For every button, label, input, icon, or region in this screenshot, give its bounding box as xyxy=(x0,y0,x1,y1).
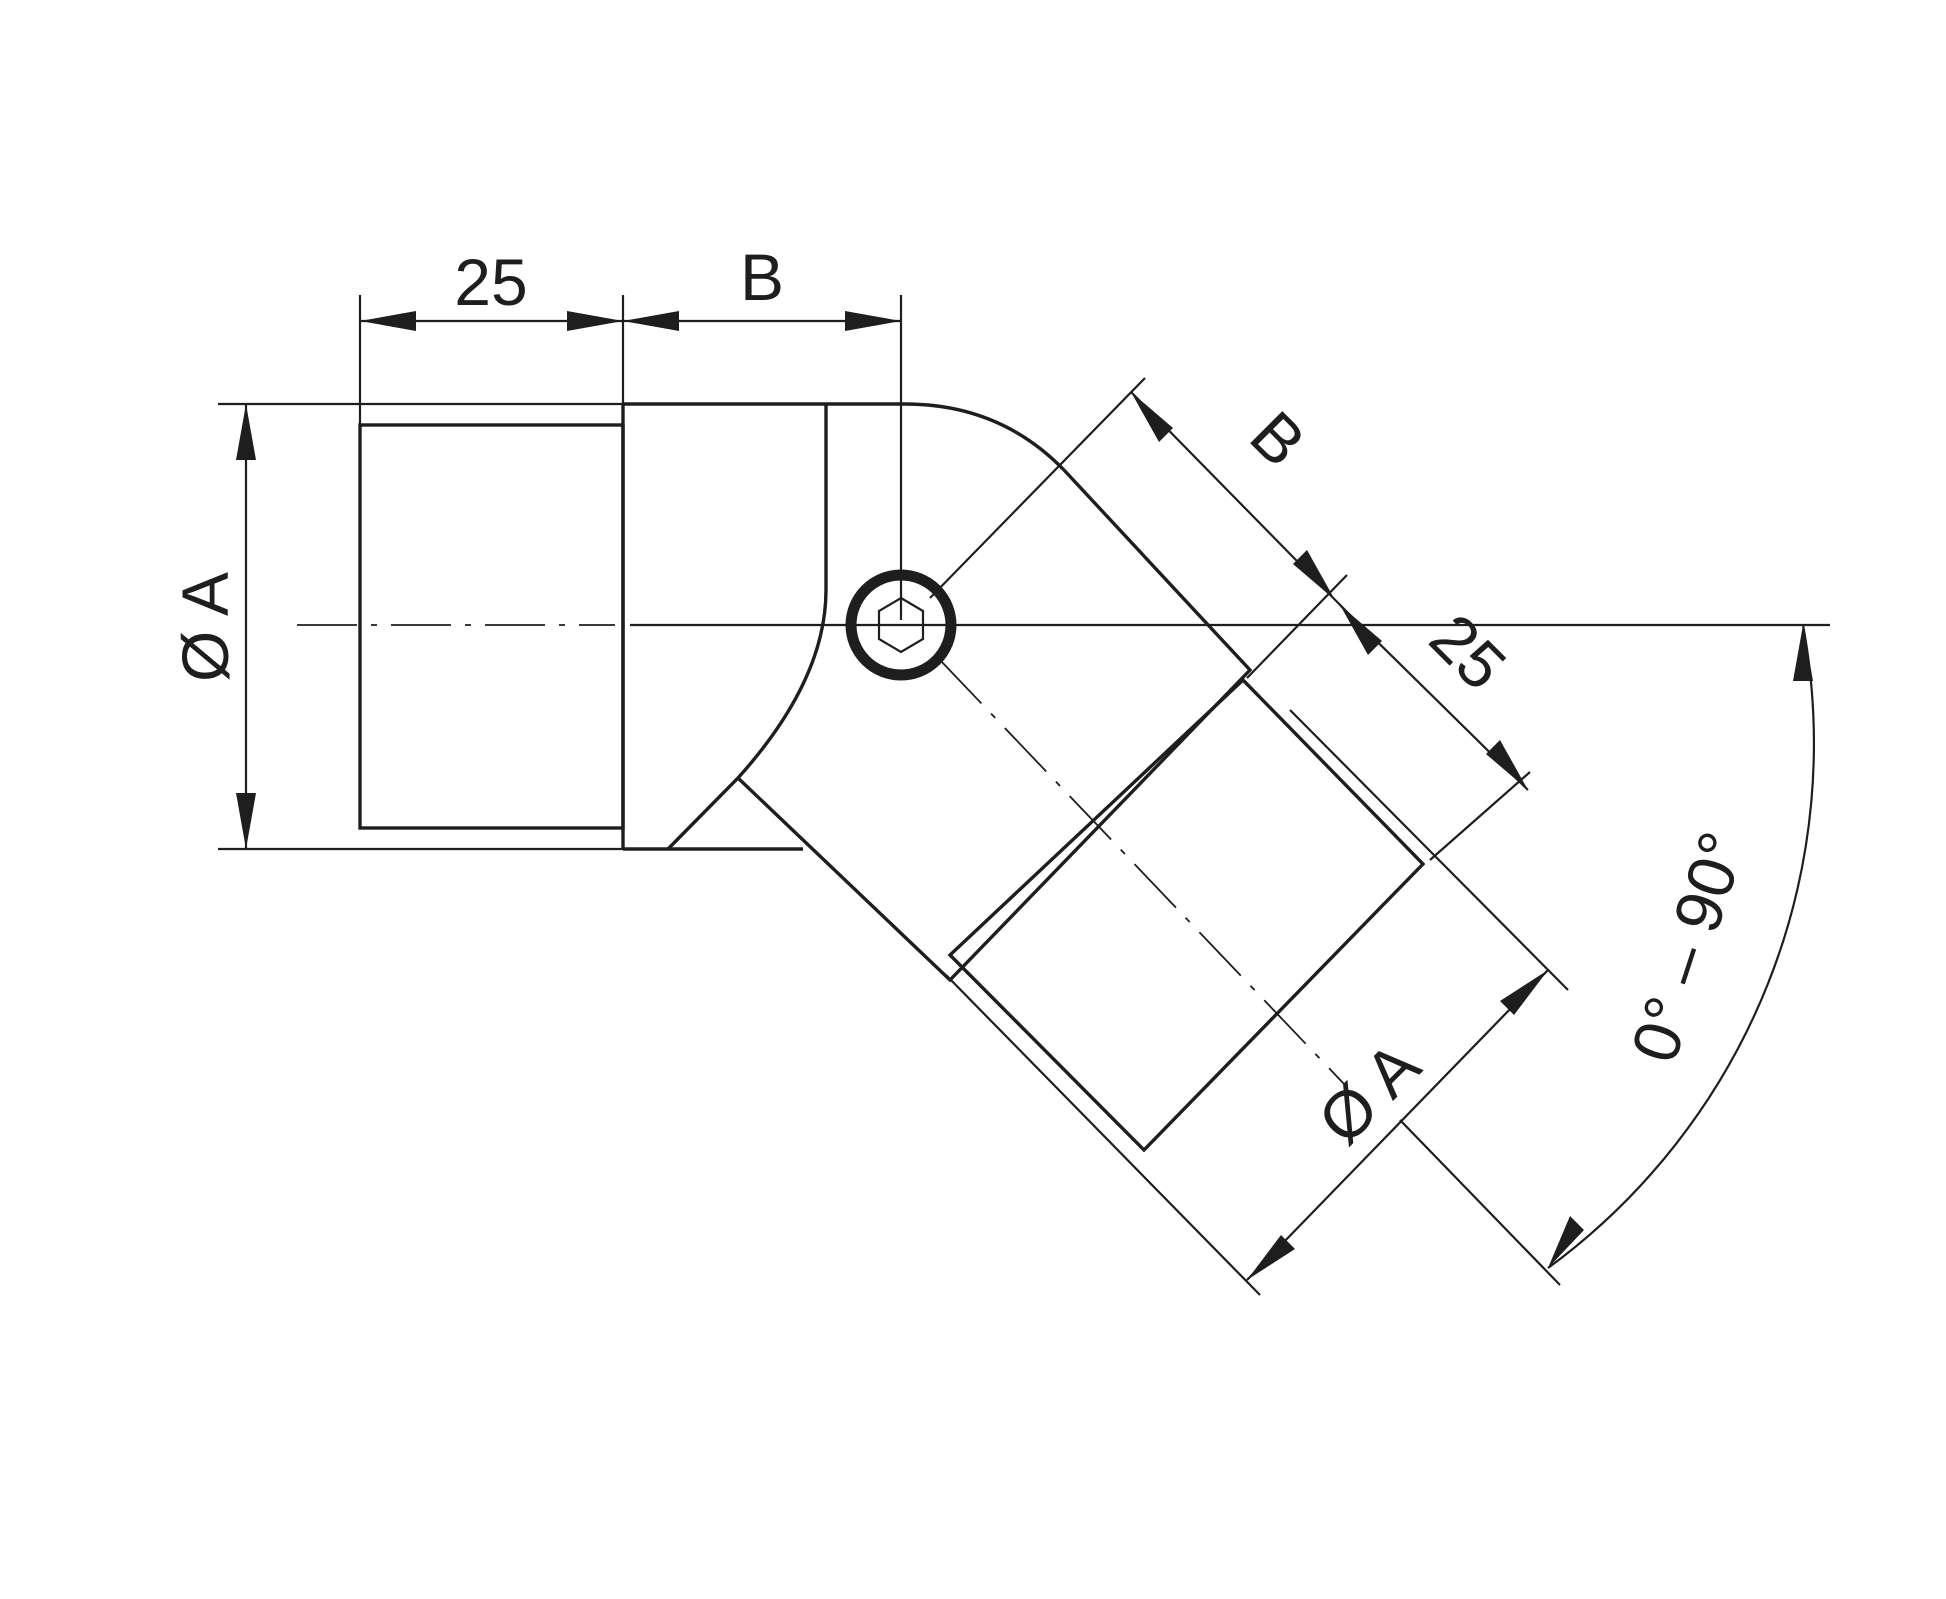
dimension-diameter-angled xyxy=(1246,969,1549,1281)
left-tube-insert xyxy=(358,423,625,830)
arrowhead xyxy=(1247,1235,1295,1280)
arrowhead xyxy=(1500,970,1548,1015)
ext-line-angled-tube-end xyxy=(1429,771,1531,861)
label-horizontal-25: 25 xyxy=(454,245,527,319)
label-angled-b: B xyxy=(1237,397,1320,480)
label-angled-diameter: Ø A xyxy=(1304,1028,1434,1158)
arrowhead xyxy=(567,311,623,331)
ext-line-angled-pivot xyxy=(929,377,1146,599)
dimension-b-horizontal xyxy=(623,311,901,331)
arrowhead xyxy=(1340,605,1382,655)
arrowhead xyxy=(623,311,679,331)
angled-centerline xyxy=(939,659,1346,1086)
arrowhead xyxy=(1131,392,1173,442)
center-lines xyxy=(297,623,1830,1086)
arrowhead xyxy=(236,404,256,460)
hinge-inner-curve xyxy=(666,404,828,851)
angled-fitting-body xyxy=(736,468,1253,983)
label-left-diameter: Ø A xyxy=(168,572,242,682)
arrowhead xyxy=(1548,1216,1584,1268)
hinge-outer-arc xyxy=(826,402,1066,472)
hex-socket-icon xyxy=(877,596,925,654)
dimension-b-angled xyxy=(1130,391,1348,613)
ext-line-angled-dia-bottom xyxy=(945,974,1261,1296)
dimension-25-angled xyxy=(1339,604,1529,791)
arrowhead xyxy=(1293,550,1335,600)
ext-line-angled-dia-top xyxy=(1289,709,1569,991)
arrowhead xyxy=(1793,625,1813,681)
arrowhead xyxy=(236,793,256,849)
dimension-angle-arc xyxy=(1547,624,1815,1269)
arrowhead xyxy=(1486,740,1528,790)
horizontal-tube xyxy=(358,402,1066,851)
extension-lines xyxy=(218,295,1569,1296)
arrowhead xyxy=(360,311,416,331)
angled-tube xyxy=(736,468,1426,1153)
label-angled-25: 25 xyxy=(1416,600,1520,704)
label-angle-range: 0° – 90° xyxy=(1616,823,1759,1071)
ext-line-angled-fitting xyxy=(1246,574,1348,679)
angled-tube-insert xyxy=(947,677,1426,1153)
ext-line-angle-end xyxy=(1399,1119,1561,1286)
dimension-diameter-left xyxy=(236,404,256,849)
label-horizontal-b: B xyxy=(740,240,784,314)
dimension-25-horizontal xyxy=(360,311,623,331)
arrowhead xyxy=(845,311,901,331)
